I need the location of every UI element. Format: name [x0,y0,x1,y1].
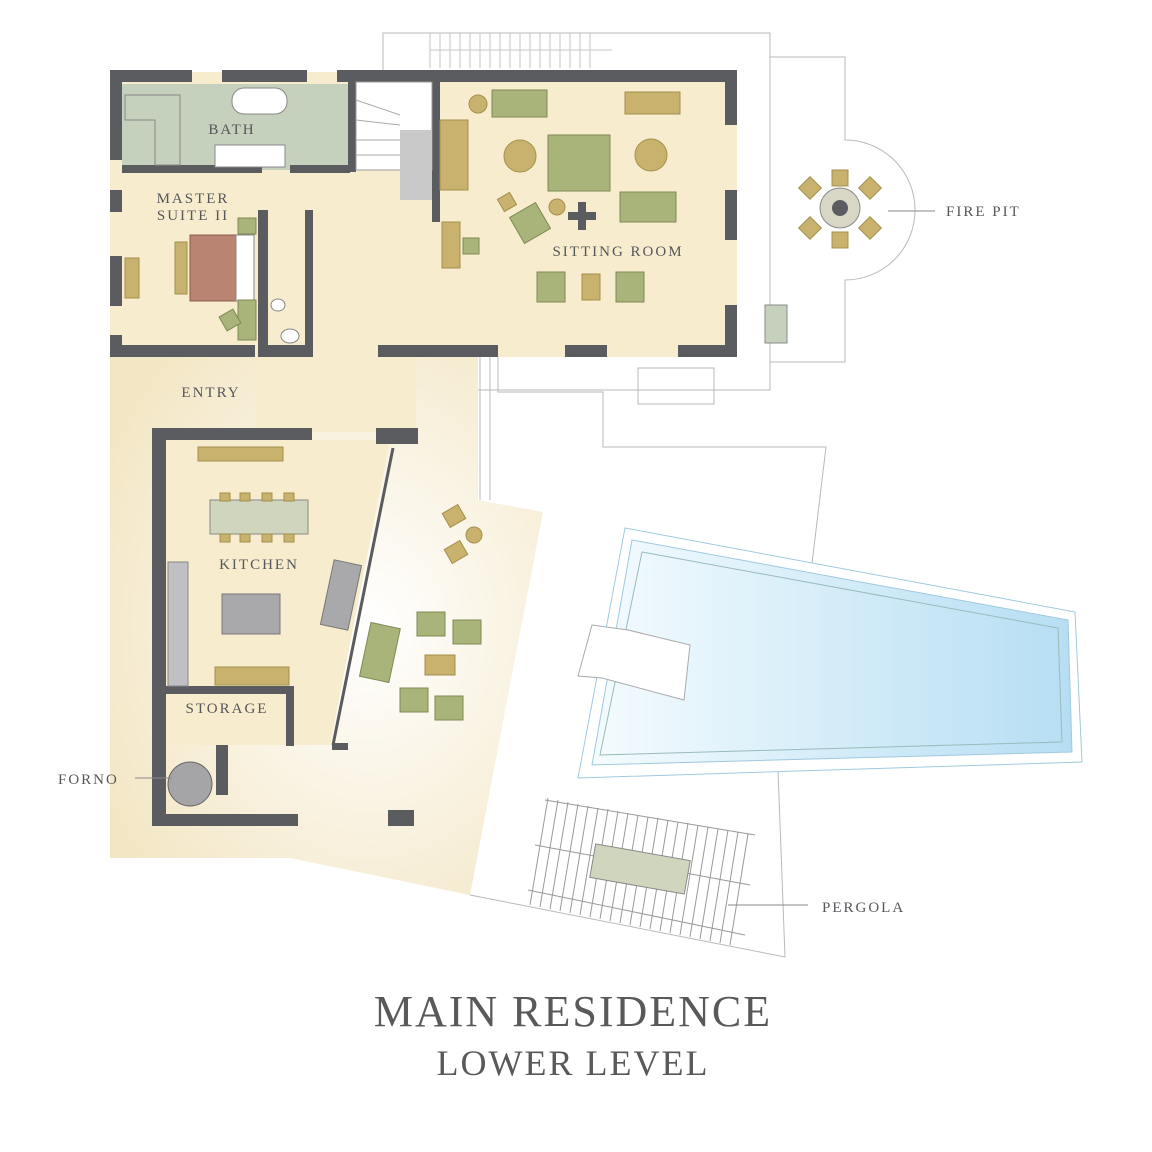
callout-pergola: PERGOLA [822,900,905,916]
pool-steps [577,624,691,701]
callout-lines [135,210,935,906]
room-label-sitting-room: SITTING ROOM [552,244,683,260]
shower [124,94,181,166]
bathtub [231,87,288,115]
room-label-bath: BATH [208,122,255,138]
room-label-master-1: MASTER [157,191,230,207]
callout-forno: FORNO [58,772,119,788]
kitchen-island [221,593,281,635]
callout-fire-pit: FIRE PIT [946,204,1021,220]
storage-floor [170,690,288,745]
room-label-kitchen: KITCHEN [219,557,299,573]
upper-terrace-outline [382,32,916,581]
dining-table [209,499,309,535]
pergola [527,797,756,946]
room-label-master-2: SUITE II [157,208,229,224]
room-label-storage: STORAGE [186,701,269,717]
pergola-terrace-outline [469,769,786,958]
room-label-entry: ENTRY [181,385,240,401]
furniture [124,87,883,807]
vanity [214,144,286,168]
plan-subtitle: LOWER LEVEL [437,1043,710,1083]
forno-oven [167,761,213,807]
walls [110,70,737,826]
swimming-pool [577,527,1083,779]
staircase [355,81,433,200]
plan-title: MAIN RESIDENCE [374,987,772,1036]
entry-floor [256,357,416,432]
bed [189,234,239,302]
